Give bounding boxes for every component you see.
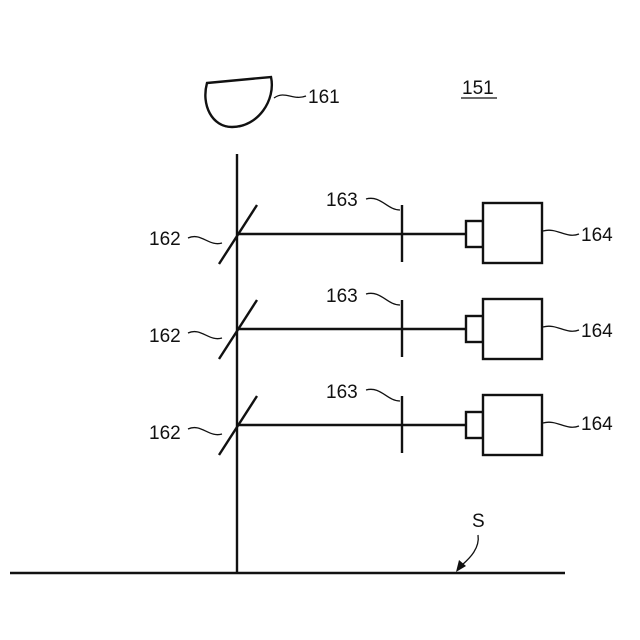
light-source — [205, 77, 271, 127]
surface-label: S — [472, 511, 485, 532]
figure-label: 151 — [462, 78, 494, 99]
filter-leader — [366, 198, 400, 210]
camera-body — [483, 395, 542, 455]
camera-label: 164 — [581, 321, 613, 342]
camera-label: 164 — [581, 414, 613, 435]
camera-leader — [543, 230, 579, 235]
camera-lens — [466, 412, 483, 438]
filter-label: 163 — [326, 382, 358, 403]
branch-row-1: 162 163 164 — [149, 190, 613, 264]
camera-leader — [543, 422, 579, 427]
mirror-label: 162 — [149, 423, 181, 444]
filter-label: 163 — [326, 190, 358, 211]
camera-lens — [466, 316, 483, 342]
surface-arrow-head — [456, 560, 466, 572]
mirror-leader — [188, 237, 222, 244]
camera-body — [483, 299, 542, 359]
surface-arrow-shaft — [462, 535, 478, 565]
filter-leader — [366, 293, 400, 305]
mirror-label: 162 — [149, 229, 181, 250]
mirror-leader — [188, 428, 222, 435]
light-source-label: 161 — [308, 87, 340, 108]
filter-leader — [366, 389, 400, 401]
camera-label: 164 — [581, 225, 613, 246]
branch-row-2: 162 163 164 — [149, 286, 613, 359]
mirror-leader — [188, 332, 222, 339]
camera-lens — [466, 221, 483, 247]
mirror-label: 162 — [149, 326, 181, 347]
camera-leader — [543, 326, 579, 331]
filter-label: 163 — [326, 286, 358, 307]
branch-row-3: 162 163 164 — [149, 382, 613, 455]
light-source-leader — [274, 95, 306, 98]
camera-body — [483, 203, 542, 263]
